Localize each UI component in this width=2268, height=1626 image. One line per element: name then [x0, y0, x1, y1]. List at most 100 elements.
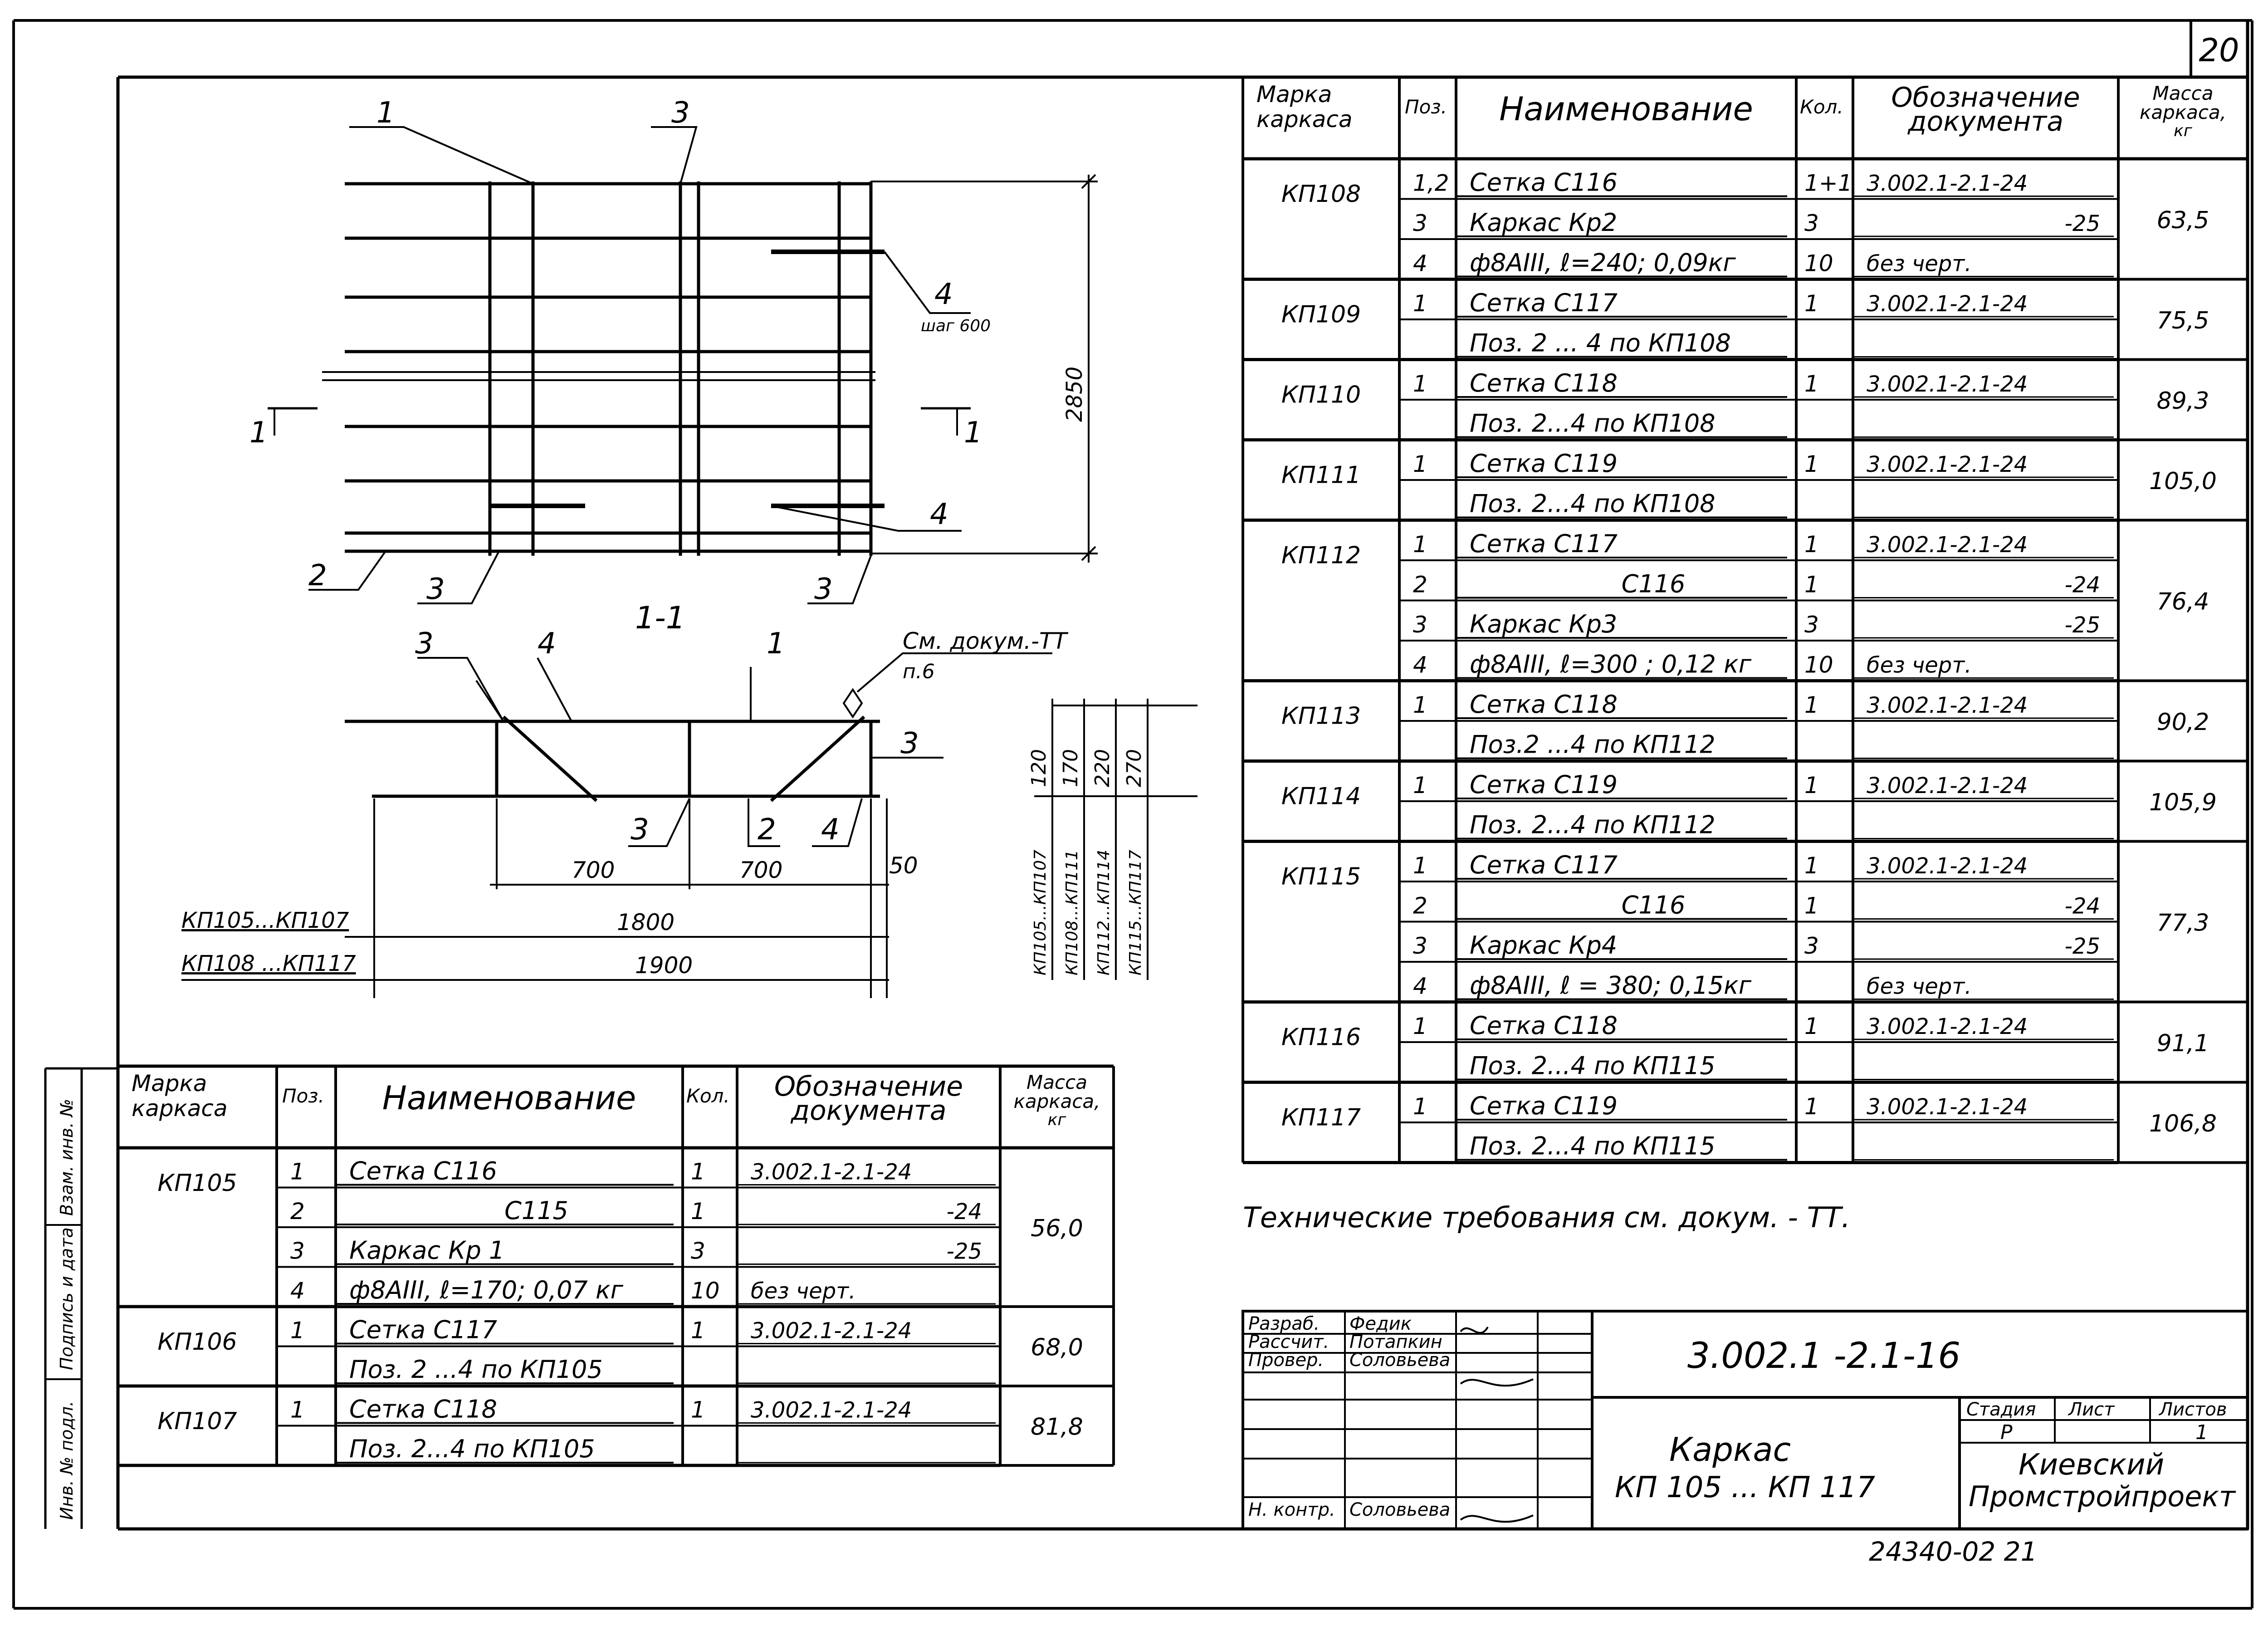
sec-pos-3-b: 3	[900, 727, 919, 760]
sec-pos-4: 4	[538, 627, 556, 661]
sheet-frame	[12, 19, 2253, 1610]
top-qty: 1	[1804, 371, 1819, 397]
bottom-mass: 81,8	[1031, 1414, 1083, 1441]
top-name: Поз. 2 ... 4 по КП108	[1470, 329, 1731, 358]
dim-50: 50	[889, 852, 918, 879]
section-mark-right: 1	[964, 416, 982, 450]
bottom-name: Поз. 2 ...4 по КП105	[349, 1355, 603, 1384]
dim-700-b: 700	[739, 857, 782, 883]
bottom-h-mark-1: Марка	[132, 1070, 207, 1097]
pos-label-1: 1	[376, 96, 395, 130]
stage-value: Р	[2000, 1421, 2013, 1444]
bottom-qty: 1	[691, 1317, 705, 1344]
top-doc: 3.002.1-2.1-24	[1867, 452, 2028, 477]
drawing-title-line1: Каркас	[1669, 1430, 1791, 1469]
vdim-value-4: 270	[1123, 749, 1146, 787]
drawing-title-line2: КП 105 ... КП 117	[1615, 1471, 1875, 1504]
dim-1900: 1900	[635, 952, 693, 979]
sheet-number: 20	[2199, 32, 2239, 69]
bottom-h-doc-1: Обозначение	[774, 1071, 963, 1102]
top-pos: 4	[1413, 250, 1427, 277]
bottom-mark: КП105	[157, 1170, 237, 1197]
step-note: шаг 600	[921, 317, 991, 335]
top-mark: КП112	[1281, 542, 1361, 569]
bottom-qty: 10	[691, 1278, 720, 1304]
bottom-h-mass-3: кг	[1048, 1111, 1067, 1129]
bottom-qty: 1	[691, 1159, 705, 1185]
top-qty: 3	[1804, 933, 1819, 959]
range-label-b: КП108 ...КП117	[181, 951, 356, 976]
bottom-name: Поз. 2...4 по КП105	[349, 1435, 595, 1463]
bottom-h-mass-1: Масса	[1026, 1071, 1087, 1093]
technical-requirements: Технические требования см. докум. - ТТ.	[1243, 1201, 1850, 1234]
bottom-doc: 3.002.1-2.1-24	[751, 1318, 912, 1344]
bottom-mass: 56,0	[1031, 1215, 1083, 1242]
pos-label-3-right: 3	[814, 573, 833, 606]
tb-name: Потапкин	[1349, 1332, 1442, 1352]
mesh-plan-labels: 1 3 4 шаг 600 4 2 3 3 2850 1 1 1-1	[249, 96, 1087, 636]
top-doc: 3.002.1-2.1-24	[1867, 853, 2028, 879]
top-mark: КП117	[1281, 1104, 1361, 1131]
bottom-mark: КП107	[157, 1408, 237, 1435]
top-pos: 4	[1413, 973, 1427, 999]
bottom-qty: 1	[691, 1397, 705, 1423]
top-mark: КП116	[1281, 1024, 1361, 1051]
top-h-mark-1: Марка	[1256, 81, 1332, 108]
top-name: Сетка С117	[1470, 289, 1618, 317]
top-mass: 63,5	[2157, 207, 2209, 234]
top-qty: 1	[1804, 290, 1819, 317]
top-pos: 2	[1413, 893, 1427, 919]
org-line1: Киевский	[2019, 1448, 2164, 1482]
ref-note-line1: См. докум.-ТТ	[903, 628, 1069, 654]
sheets-value: 1	[2195, 1421, 2208, 1444]
top-mass: 105,9	[2149, 789, 2217, 816]
top-qty: 1	[1804, 692, 1819, 718]
top-doc: без черт.	[1867, 974, 1972, 999]
top-name: С116	[1622, 891, 1686, 920]
top-qty: 1	[1804, 1093, 1819, 1120]
top-pos: 1	[1413, 852, 1427, 879]
top-pos: 2	[1413, 572, 1427, 598]
side-stamp-inv: Инв. № подл.	[57, 1401, 77, 1520]
vdim-range-2: КП108...КП111	[1063, 850, 1081, 975]
top-h-doc-1: Обозначение	[1891, 82, 2080, 113]
section-labels: 3 4 1 См. докум.-ТТ п.6 3 3 2 4 700 700 …	[181, 627, 1146, 979]
top-pos: 3	[1413, 933, 1427, 959]
top-doc: -25	[2065, 612, 2100, 638]
top-name: Сетка С117	[1470, 529, 1618, 558]
top-pos: 1	[1413, 451, 1427, 477]
top-h-pos: Поз.	[1405, 96, 1447, 118]
org-line2: Промстройпроект	[1969, 1480, 2236, 1513]
vdim-value-3: 220	[1091, 749, 1114, 787]
top-h-name: Наименование	[1499, 90, 1753, 128]
bottom-pos: 3	[290, 1238, 305, 1264]
side-stamp-replace: Взам. инв. №	[57, 1099, 77, 1216]
sec-pos-3-c: 3	[631, 813, 649, 847]
bottom-name: Сетка С117	[349, 1316, 497, 1344]
bottom-h-name: Наименование	[382, 1079, 636, 1117]
bottom-name: Сетка С116	[349, 1157, 497, 1185]
top-name: Каркас Кр2	[1470, 208, 1617, 237]
bottom-doc: 3.002.1-2.1-24	[751, 1398, 912, 1423]
top-mark: КП110	[1281, 382, 1361, 409]
top-qty: 3	[1804, 612, 1819, 638]
sheets-header: Листов	[2158, 1399, 2227, 1420]
top-qty: 1	[1804, 772, 1819, 798]
top-name: Сетка С118	[1470, 1011, 1618, 1040]
top-doc: 3.002.1-2.1-24	[1867, 693, 2028, 718]
top-name: Сетка С119	[1470, 1092, 1618, 1120]
top-pos: 1	[1413, 290, 1427, 317]
top-pos: 1	[1413, 1093, 1427, 1120]
top-doc: 3.002.1-2.1-24	[1867, 773, 2028, 798]
top-doc: 3.002.1-2.1-24	[1867, 291, 2028, 317]
top-name: Поз. 2...4 по КП108	[1470, 409, 1716, 438]
top-name: Поз. 2...4 по КП115	[1470, 1132, 1716, 1161]
top-qty: 1	[1804, 852, 1819, 879]
top-name: Поз. 2...4 по КП108	[1470, 490, 1716, 518]
section-title: 1-1	[635, 600, 685, 636]
top-name: Сетка С118	[1470, 690, 1618, 719]
bottom-h-mass-2: каркаса,	[1013, 1090, 1100, 1112]
